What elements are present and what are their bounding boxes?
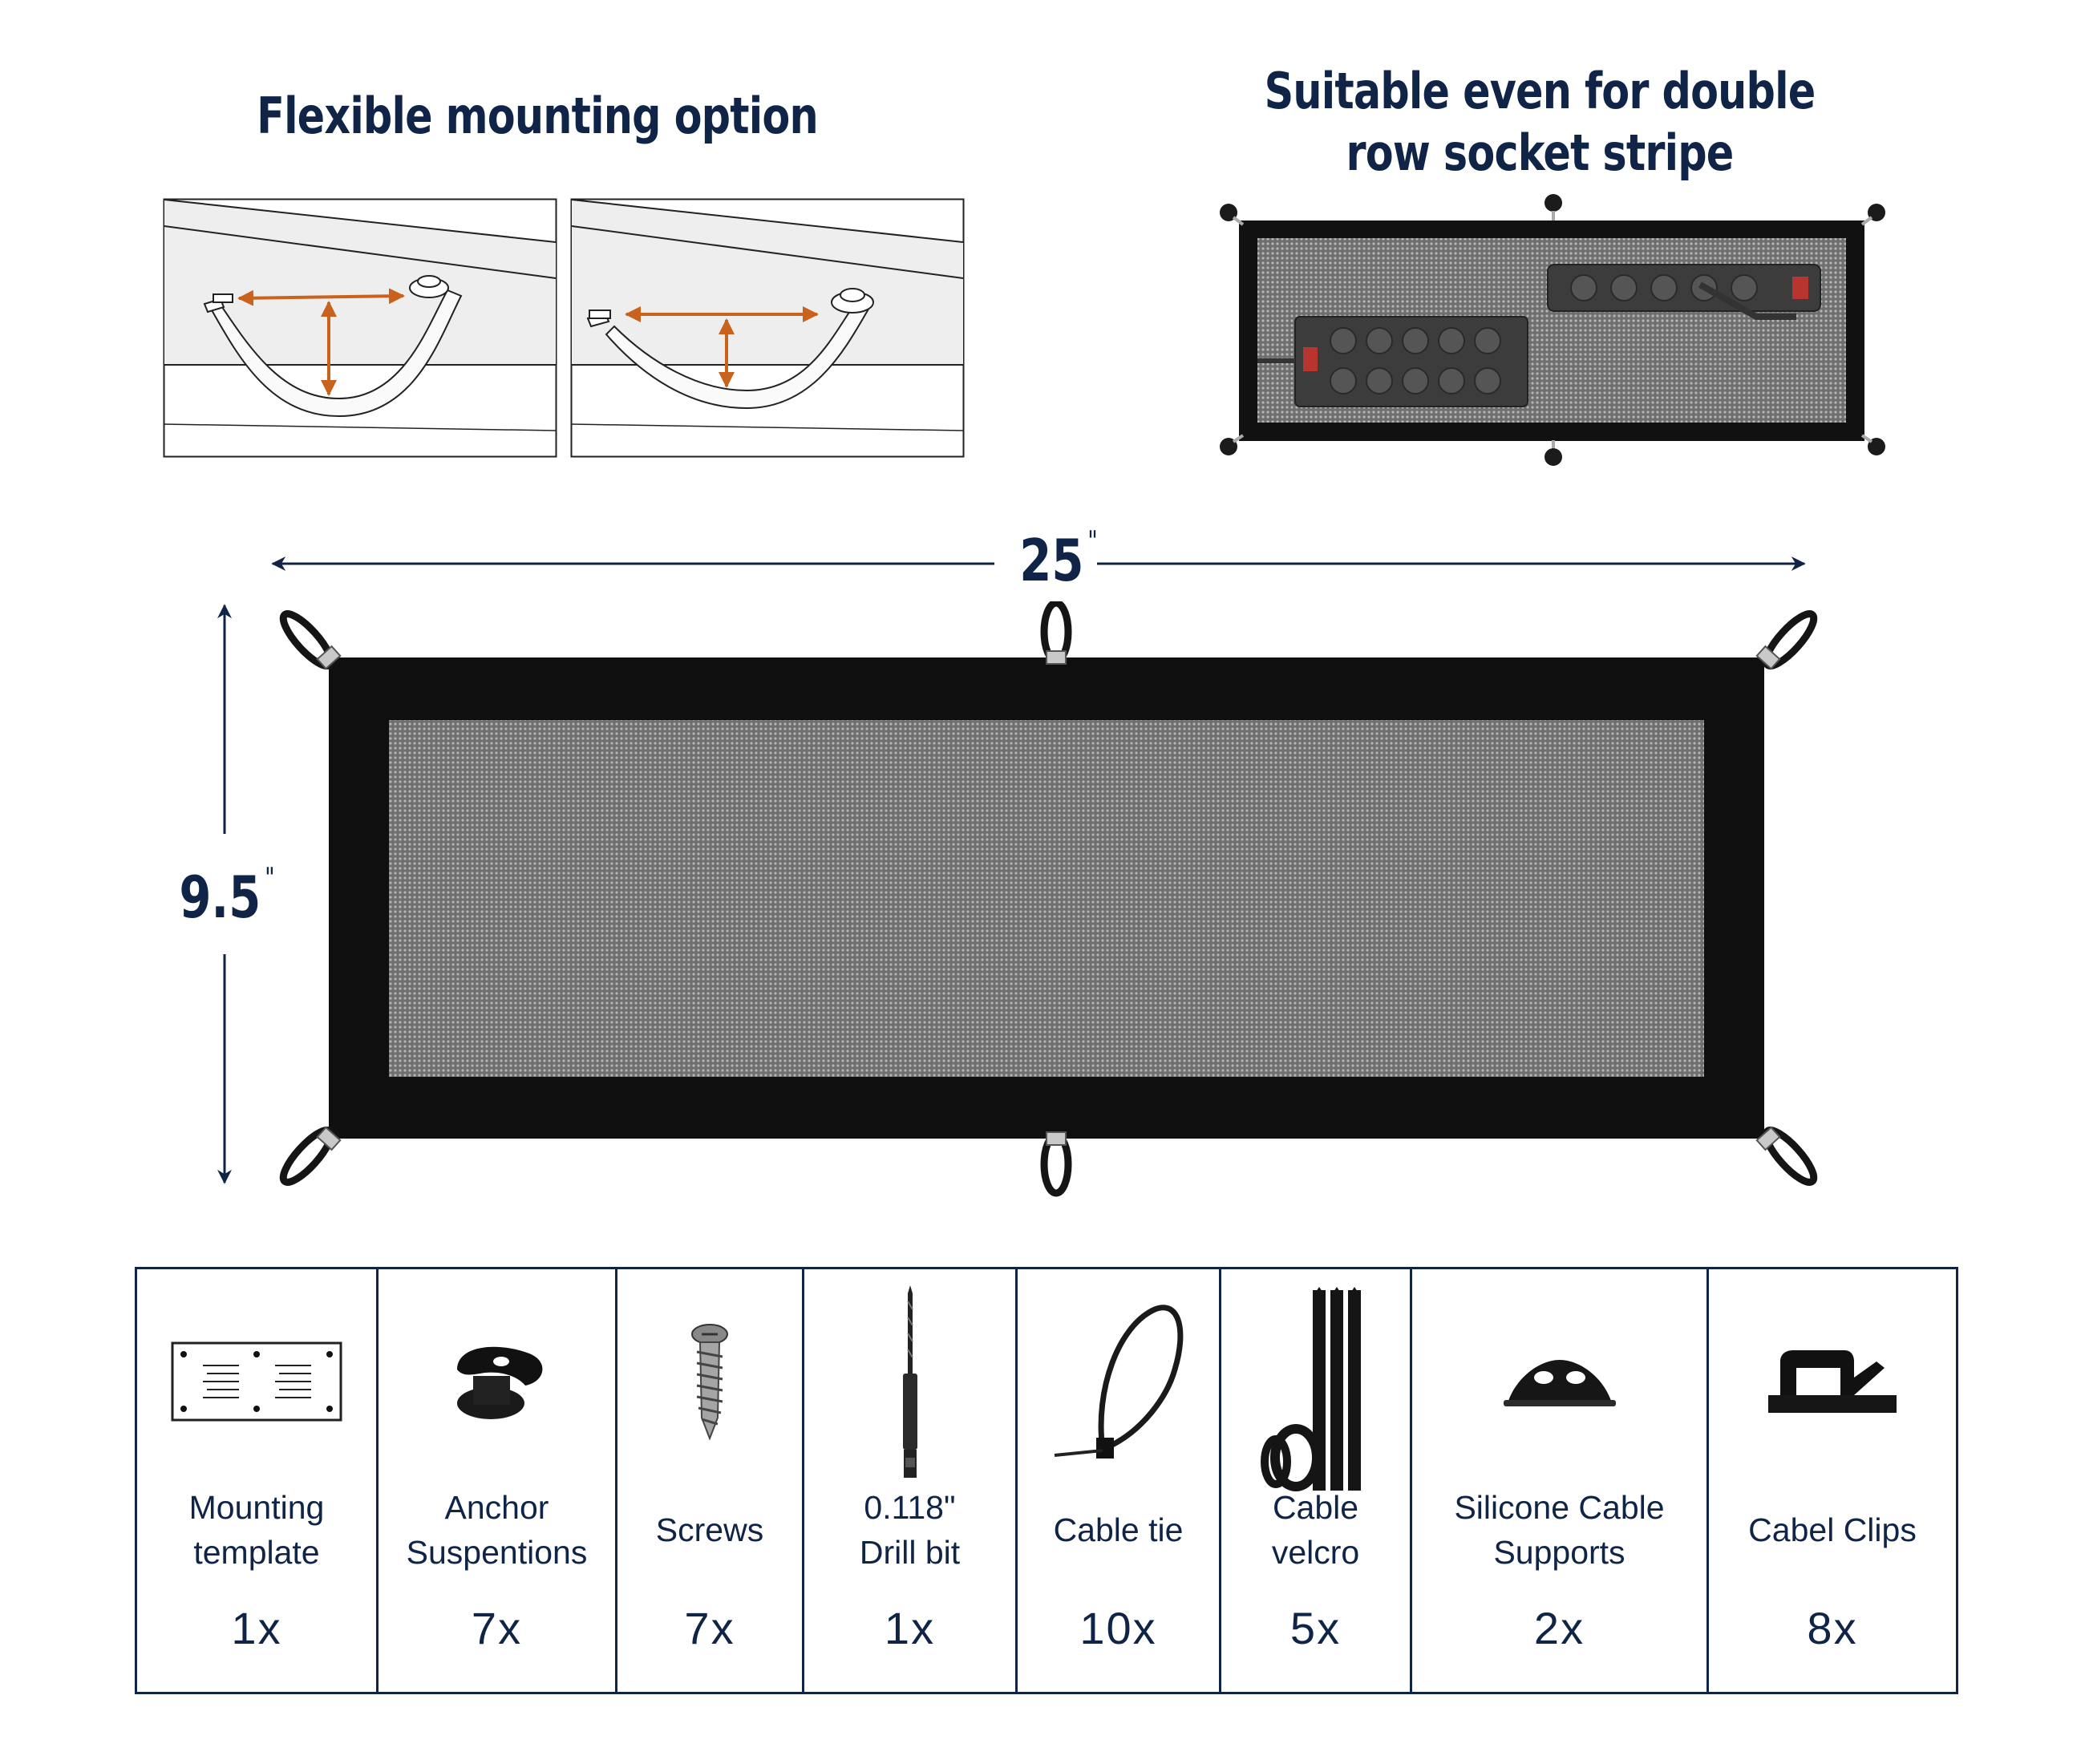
part-cell-cable-velcro: Cable velcro 5x	[1221, 1269, 1412, 1692]
part-quantity: 1x	[231, 1603, 282, 1653]
part-cell-drill-bit: 0.118" Drill bit 1x	[804, 1269, 1018, 1692]
part-label: Screws	[655, 1511, 764, 1548]
cable-support-icon	[1412, 1301, 1706, 1462]
double-row-heading-line2: row socket stripe	[1346, 123, 1735, 182]
dimension-arrows	[217, 556, 1806, 1184]
drill-bit-icon	[804, 1285, 1015, 1486]
cable-tie-icon	[1018, 1285, 1219, 1478]
mounting-illustration-deep	[163, 198, 557, 458]
part-quantity: 5x	[1289, 1603, 1342, 1653]
anchor-icon	[379, 1301, 615, 1462]
cable-net-main	[279, 601, 1818, 1197]
part-cell-cable-tie: Cable tie 10x	[1018, 1269, 1221, 1692]
part-label: Anchor Suspentions	[406, 1489, 588, 1571]
part-cell-mounting-template: Mounting template 1x	[137, 1269, 379, 1692]
mounting-illustration-shallow	[570, 198, 965, 458]
power-strip-double-row	[1294, 316, 1528, 407]
velcro-icon	[1221, 1285, 1410, 1494]
part-label: Mounting template	[188, 1489, 325, 1571]
cable-clip-icon	[1709, 1301, 1956, 1462]
included-parts-table: Mounting template 1x Anchor Suspentions …	[135, 1267, 1958, 1694]
part-label: Cable tie	[1053, 1511, 1184, 1548]
power-strip-single-row	[1547, 264, 1821, 320]
part-cell-screws: Screws 7x	[617, 1269, 804, 1692]
width-dimension-label: 25"	[1019, 525, 1098, 594]
part-label: Cabel Clips	[1748, 1511, 1917, 1548]
part-label: Silicone Cable Supports	[1454, 1489, 1665, 1571]
part-quantity: 2x	[1533, 1603, 1585, 1653]
part-quantity: 7x	[471, 1603, 523, 1653]
double-row-heading-line1: Suitable even for double	[1264, 62, 1816, 120]
net-with-power-strips	[1220, 194, 1885, 466]
part-quantity: 1x	[884, 1603, 936, 1653]
screw-icon	[617, 1301, 802, 1462]
part-quantity: 10x	[1079, 1603, 1157, 1653]
part-cell-anchor-suspensions: Anchor Suspentions 7x	[379, 1269, 617, 1692]
part-cell-silicone-supports: Silicone Cable Supports 2x	[1412, 1269, 1709, 1692]
part-cell-cable-clips: Cabel Clips 8x	[1709, 1269, 1956, 1692]
double-row-heading: Suitable even for double row socket stri…	[1217, 60, 1862, 184]
template-icon	[137, 1301, 376, 1462]
part-label: 0.118" Drill bit	[859, 1489, 961, 1571]
height-dimension-label: 9.5"	[179, 862, 275, 931]
flexible-mounting-heading: Flexible mounting option	[257, 87, 818, 145]
part-quantity: 8x	[1807, 1603, 1858, 1653]
part-label: Cable velcro	[1271, 1489, 1360, 1571]
part-quantity: 7x	[684, 1603, 735, 1653]
